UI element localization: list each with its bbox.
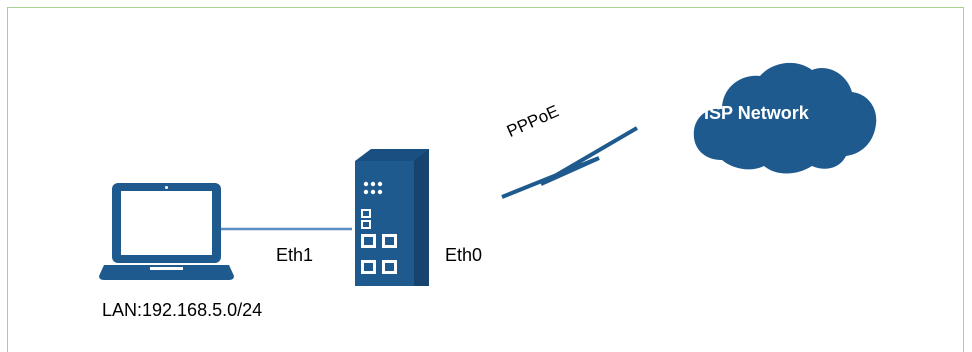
router-icon bbox=[355, 149, 429, 286]
cloud-icon bbox=[693, 62, 877, 174]
laptop-icon bbox=[99, 183, 234, 280]
wireless-link-icon bbox=[501, 126, 639, 199]
cloud-label: ISP Network bbox=[704, 103, 809, 123]
eth0-label: Eth0 bbox=[445, 245, 483, 265]
eth1-label: Eth1 bbox=[276, 245, 314, 265]
diagram-frame bbox=[7, 7, 964, 352]
lan-subnet-label: LAN:192.168.5.0/24 bbox=[102, 300, 263, 320]
